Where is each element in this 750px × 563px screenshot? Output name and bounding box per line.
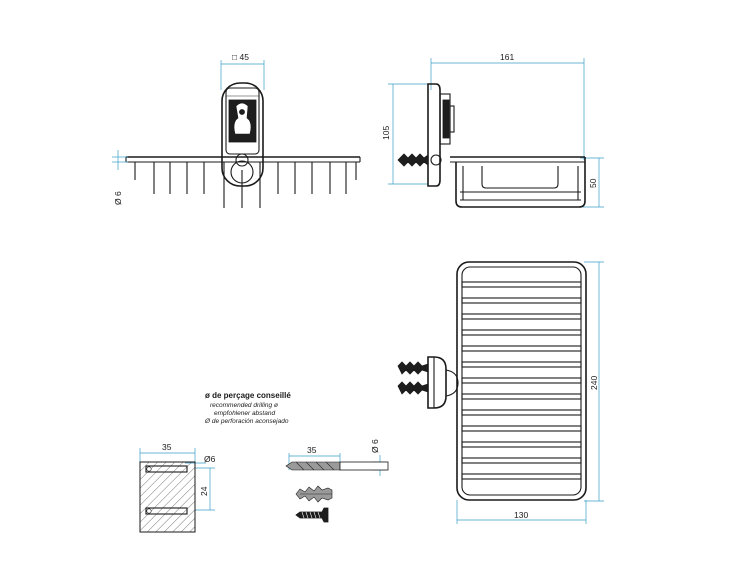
wall-plug	[295, 485, 333, 503]
bracket-hole-label: Ø6	[204, 454, 216, 464]
side-dowel	[397, 153, 429, 167]
side-basket	[450, 156, 586, 208]
side-depth-dimension: 161	[430, 52, 585, 160]
top-wall-mount	[397, 356, 459, 409]
basket-height-label: 50	[588, 178, 598, 188]
front-view: □ 45	[112, 52, 361, 208]
drill-length-label: 35	[307, 445, 317, 455]
wire-diameter-label: Ø 6	[113, 191, 123, 205]
side-wall-mount	[427, 83, 455, 187]
basket-slats	[461, 281, 582, 480]
caption-de: empfohlener abstand	[214, 410, 275, 417]
side-height-label: 105	[381, 126, 391, 140]
caption-fr: ø de perçage conseillé	[205, 391, 291, 400]
wall-plate	[221, 82, 264, 187]
wood-screw	[295, 507, 329, 523]
basket-front	[125, 156, 361, 208]
caption-en: recommended drilling ø	[210, 402, 278, 409]
basket-top	[456, 261, 587, 501]
top-width-label: 130	[514, 510, 528, 520]
bracket-height-label: 24	[199, 486, 209, 496]
caption-es: Ø de perforación aconsejado	[204, 418, 289, 425]
bracket-height-dimension: 24	[195, 467, 215, 511]
drill-diameter-label: Ø 6	[370, 439, 380, 453]
wire-diameter-dimension: Ø 6	[112, 150, 128, 205]
front-width-dimension: □ 45	[220, 52, 265, 90]
hardware-detail: 35 Ø 6	[285, 439, 389, 523]
top-length-dimension: 240	[584, 261, 604, 502]
top-width-dimension: 130	[456, 500, 587, 524]
top-length-label: 240	[589, 376, 599, 390]
basket-height-dimension: 50	[580, 157, 604, 208]
front-width-label: □ 45	[232, 52, 249, 62]
side-view: 161 105 50	[381, 52, 604, 208]
side-height-dimension: 105	[381, 83, 428, 185]
wire-tines	[134, 162, 357, 208]
top-view: 240 130	[397, 261, 604, 524]
drill-diameter-dimension: Ø 6	[370, 439, 386, 476]
bracket-width-label: 35	[162, 442, 172, 452]
drill-bit	[285, 461, 389, 471]
side-depth-label: 161	[500, 52, 514, 62]
bracket-section: 35 24 Ø6	[139, 442, 216, 533]
drilling-caption: ø de perçage conseillé recommended drill…	[204, 391, 291, 425]
